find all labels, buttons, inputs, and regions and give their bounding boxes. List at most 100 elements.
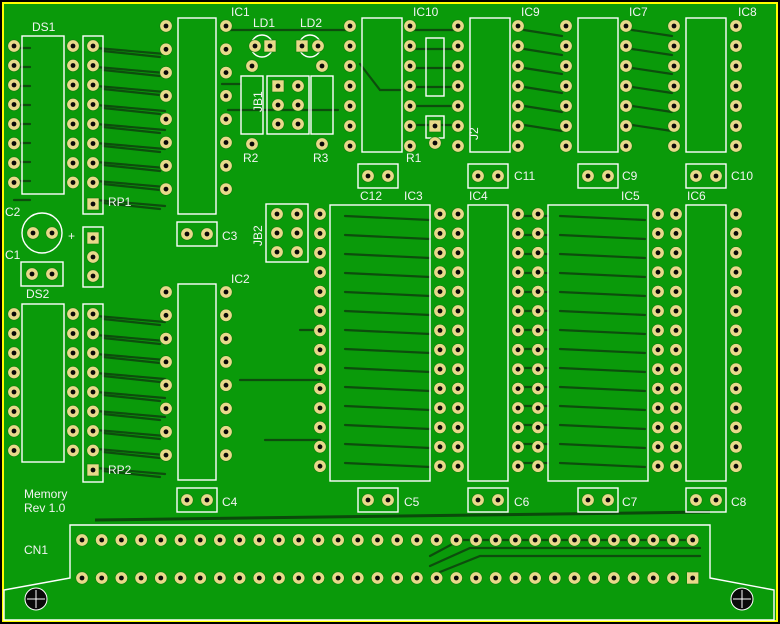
cn1-bottom-pin-28-hole (631, 575, 636, 581)
label-ic1: IC1 (231, 5, 250, 19)
trace (94, 409, 167, 419)
cn1-top-pin-3-hole (138, 537, 144, 543)
power-pin-2-hole (90, 273, 96, 279)
cn1-bottom-pin-27-hole (611, 575, 617, 581)
ic5-left-pin-8-hole (535, 366, 541, 372)
ic4-left-pin-12-hole (455, 444, 461, 450)
label-j2: J2 (467, 127, 481, 140)
ic6-right-pin-8-hole (733, 366, 739, 372)
ic3-left-pin-6-hole (317, 328, 323, 333)
ic6-left-pin-8-hole (673, 366, 679, 372)
trace (558, 214, 647, 222)
ds1-right-pin-6-hole (70, 160, 76, 166)
ic10-left-pin-6-hole (347, 143, 353, 149)
ic1-right-pin-3-hole (223, 93, 229, 99)
cn1-bottom-pin-3-hole (138, 575, 144, 581)
trace (343, 404, 432, 412)
ic3-right-pin-13-hole (437, 463, 443, 469)
ds2-left-pin-3-hole (11, 370, 17, 375)
ds2-right-pin-6-hole (70, 428, 76, 434)
cn1-bottom-pin-23-hole (532, 575, 538, 581)
c7-outline (577, 487, 619, 513)
cn1-top-pin-23-hole (532, 537, 538, 543)
ic2-right-pin-3-hole (223, 359, 229, 365)
c5-pad-a-hole (365, 497, 371, 503)
trace (343, 385, 432, 393)
trace (101, 163, 162, 173)
trace (94, 122, 167, 132)
ic6-left-pin-10-hole (673, 405, 679, 411)
ic5-right-pin-9-hole (655, 386, 661, 391)
cn1-top-pin-9-hole (256, 537, 262, 543)
ic2-left-pin-7-hole (163, 452, 169, 458)
trace (343, 442, 432, 450)
ic3-left-pin-8-hole (317, 366, 323, 372)
ds1-left-pin-7-hole (11, 180, 17, 185)
mounting-holes (24, 587, 754, 611)
label-r3: R3 (313, 151, 329, 165)
ic1-left-pin-2-hole (163, 70, 169, 75)
rp1-pin-1-hole (90, 63, 96, 68)
label-c5: C5 (404, 495, 420, 509)
ic5-right-pin-4-hole (655, 289, 661, 294)
trace (94, 46, 167, 56)
ic4-right-pin-12-hole (515, 444, 521, 450)
ic7-right-pin-5-hole (623, 123, 629, 129)
cn1-top-pin-21-hole (493, 537, 499, 543)
rp-power-outline (82, 226, 104, 288)
ic5-right-pin-3-hole (655, 269, 661, 275)
trace (630, 66, 674, 76)
ic5-left-pin-13-hole (535, 463, 541, 469)
cn1-bottom-pin-29-hole (650, 575, 656, 581)
ic5-right-pin-7-hole (655, 347, 661, 353)
trace (343, 461, 432, 469)
c4-outline (176, 487, 218, 513)
c4-pad-a-hole (184, 497, 190, 503)
cn1-bottom-pin-20-hole (473, 575, 479, 581)
rp1-pin-sq-hole (90, 201, 96, 207)
trace (558, 404, 647, 412)
ic4-left-pin-8-hole (455, 366, 461, 372)
ds2-right-pin-0-hole (70, 311, 76, 317)
ld2-pad-a-hole (299, 43, 305, 49)
trace (558, 309, 647, 317)
trace (343, 271, 432, 279)
ds1-right-pin-2-hole (70, 82, 76, 88)
trace (94, 371, 167, 381)
ic1-left-pin-1-hole (163, 46, 169, 52)
ic2-right-pin-0-hole (223, 289, 229, 295)
cn1-top-pin-2-hole (119, 537, 124, 543)
ic5-left-pin-9-hole (535, 386, 541, 391)
cn1-bottom-pin-11-hole (296, 575, 302, 581)
jb2-pin-1-hole (294, 211, 300, 217)
ic10-right-pin-3-hole (407, 83, 413, 89)
ds2-left-pin-1-hole (11, 331, 17, 336)
ic4-left-pin-13-hole (455, 463, 461, 469)
ds2-right-pin-1-hole (70, 331, 76, 336)
ds1-left-pin-0-hole (11, 43, 17, 49)
cn1-top-pin-0-hole (79, 537, 85, 543)
trace (101, 87, 162, 97)
ds1-right-pin-0-hole (70, 43, 76, 49)
trace (343, 347, 432, 355)
c3-pad-b-hole (204, 231, 210, 237)
cn1-bottom-pin-0-hole (79, 575, 85, 581)
ic6-right-pin-0-hole (733, 211, 739, 217)
label-r2: R2 (243, 151, 259, 165)
ds2-left-pin-7-hole (11, 448, 17, 453)
cn1-top-pin-10-hole (276, 537, 282, 543)
label-ds2: DS2 (26, 287, 50, 301)
ic8-right-pin-1-hole (733, 43, 739, 49)
jb1-pin-3-hole (295, 102, 301, 108)
c12-outline (357, 163, 399, 189)
label-rp1: RP1 (108, 195, 132, 209)
ic10-right-pin-1-hole (407, 43, 413, 49)
cn1-top-pin-24-hole (552, 537, 558, 543)
trace (94, 141, 167, 151)
ic6-right-pin-6-hole (733, 328, 739, 333)
jb2-pin-3-hole (294, 230, 300, 236)
c6-pad-b-hole (495, 497, 501, 503)
c6-outline (467, 487, 509, 513)
c5-pad-b-hole (385, 497, 391, 503)
ic7-outline (577, 17, 619, 153)
